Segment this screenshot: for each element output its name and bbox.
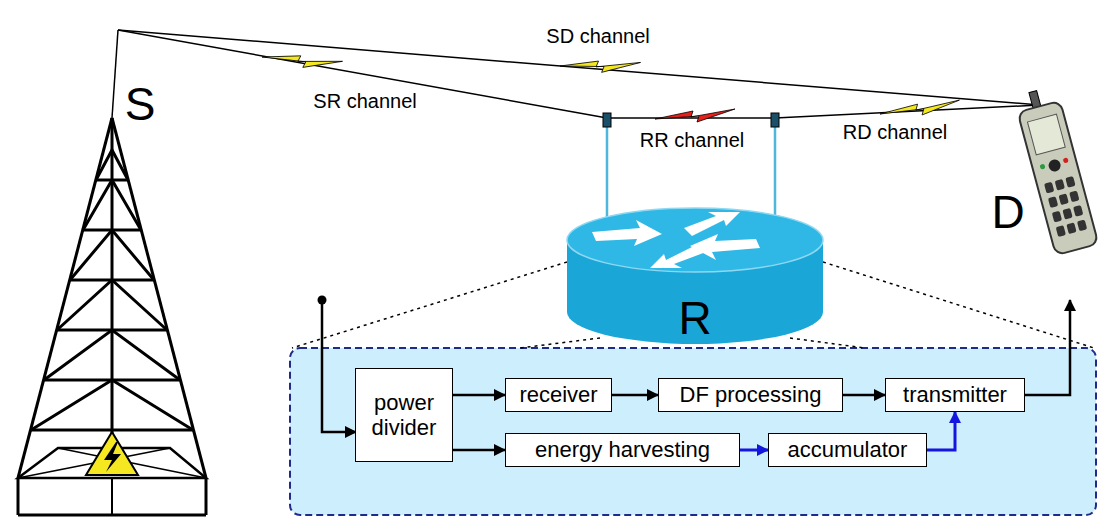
phone-key (1077, 220, 1087, 232)
energy-harvesting-box: energy harvesting (505, 433, 740, 467)
transmitter-box: transmitter (885, 378, 1025, 412)
phone-key (1065, 176, 1075, 188)
channel-label: RD channel (843, 122, 948, 142)
relay-panel (290, 348, 1096, 515)
box-label: receiver (513, 382, 603, 407)
channel-label: RR channel (640, 130, 745, 150)
channel-label: SD channel (546, 26, 649, 46)
box-label: accumulator (782, 437, 914, 462)
phone-key (1044, 182, 1054, 194)
phone-key (1052, 211, 1062, 223)
phone-key (1062, 208, 1072, 220)
df-processing-box: DF processing (658, 378, 843, 412)
signal-arrow (927, 412, 955, 450)
phone-key (1056, 225, 1066, 237)
node-letter: S (125, 81, 156, 127)
channel-bolts (261, 47, 960, 122)
signal-arrow (453, 449, 505, 452)
phone-key (1059, 193, 1069, 205)
box-label: power divider (356, 390, 452, 441)
input-dot (318, 296, 327, 305)
box-label: transmitter (897, 382, 1013, 407)
signal-arrow (612, 394, 658, 397)
receiver-box: receiver (505, 378, 612, 412)
tower (18, 118, 206, 515)
phone-key (1055, 179, 1065, 191)
box-label: energy harvesting (529, 437, 716, 462)
phone-key (1073, 205, 1083, 217)
accumulator-box: accumulator (768, 433, 927, 467)
phone-key (1066, 222, 1076, 234)
router-icon (567, 208, 823, 344)
channel-label: SR channel (313, 91, 416, 111)
box-label: DF processing (674, 382, 828, 407)
node-letter: D (991, 189, 1024, 235)
power-divider-box: power divider (355, 368, 453, 462)
node-letter: R (678, 295, 711, 341)
phone-key (1048, 196, 1058, 208)
phone-key (1069, 191, 1079, 203)
signal-arrow (740, 449, 768, 452)
signal-arrow (843, 394, 885, 397)
power-symbol (86, 432, 138, 475)
signal-arrow (453, 394, 505, 397)
phone-icon (1013, 85, 1098, 255)
